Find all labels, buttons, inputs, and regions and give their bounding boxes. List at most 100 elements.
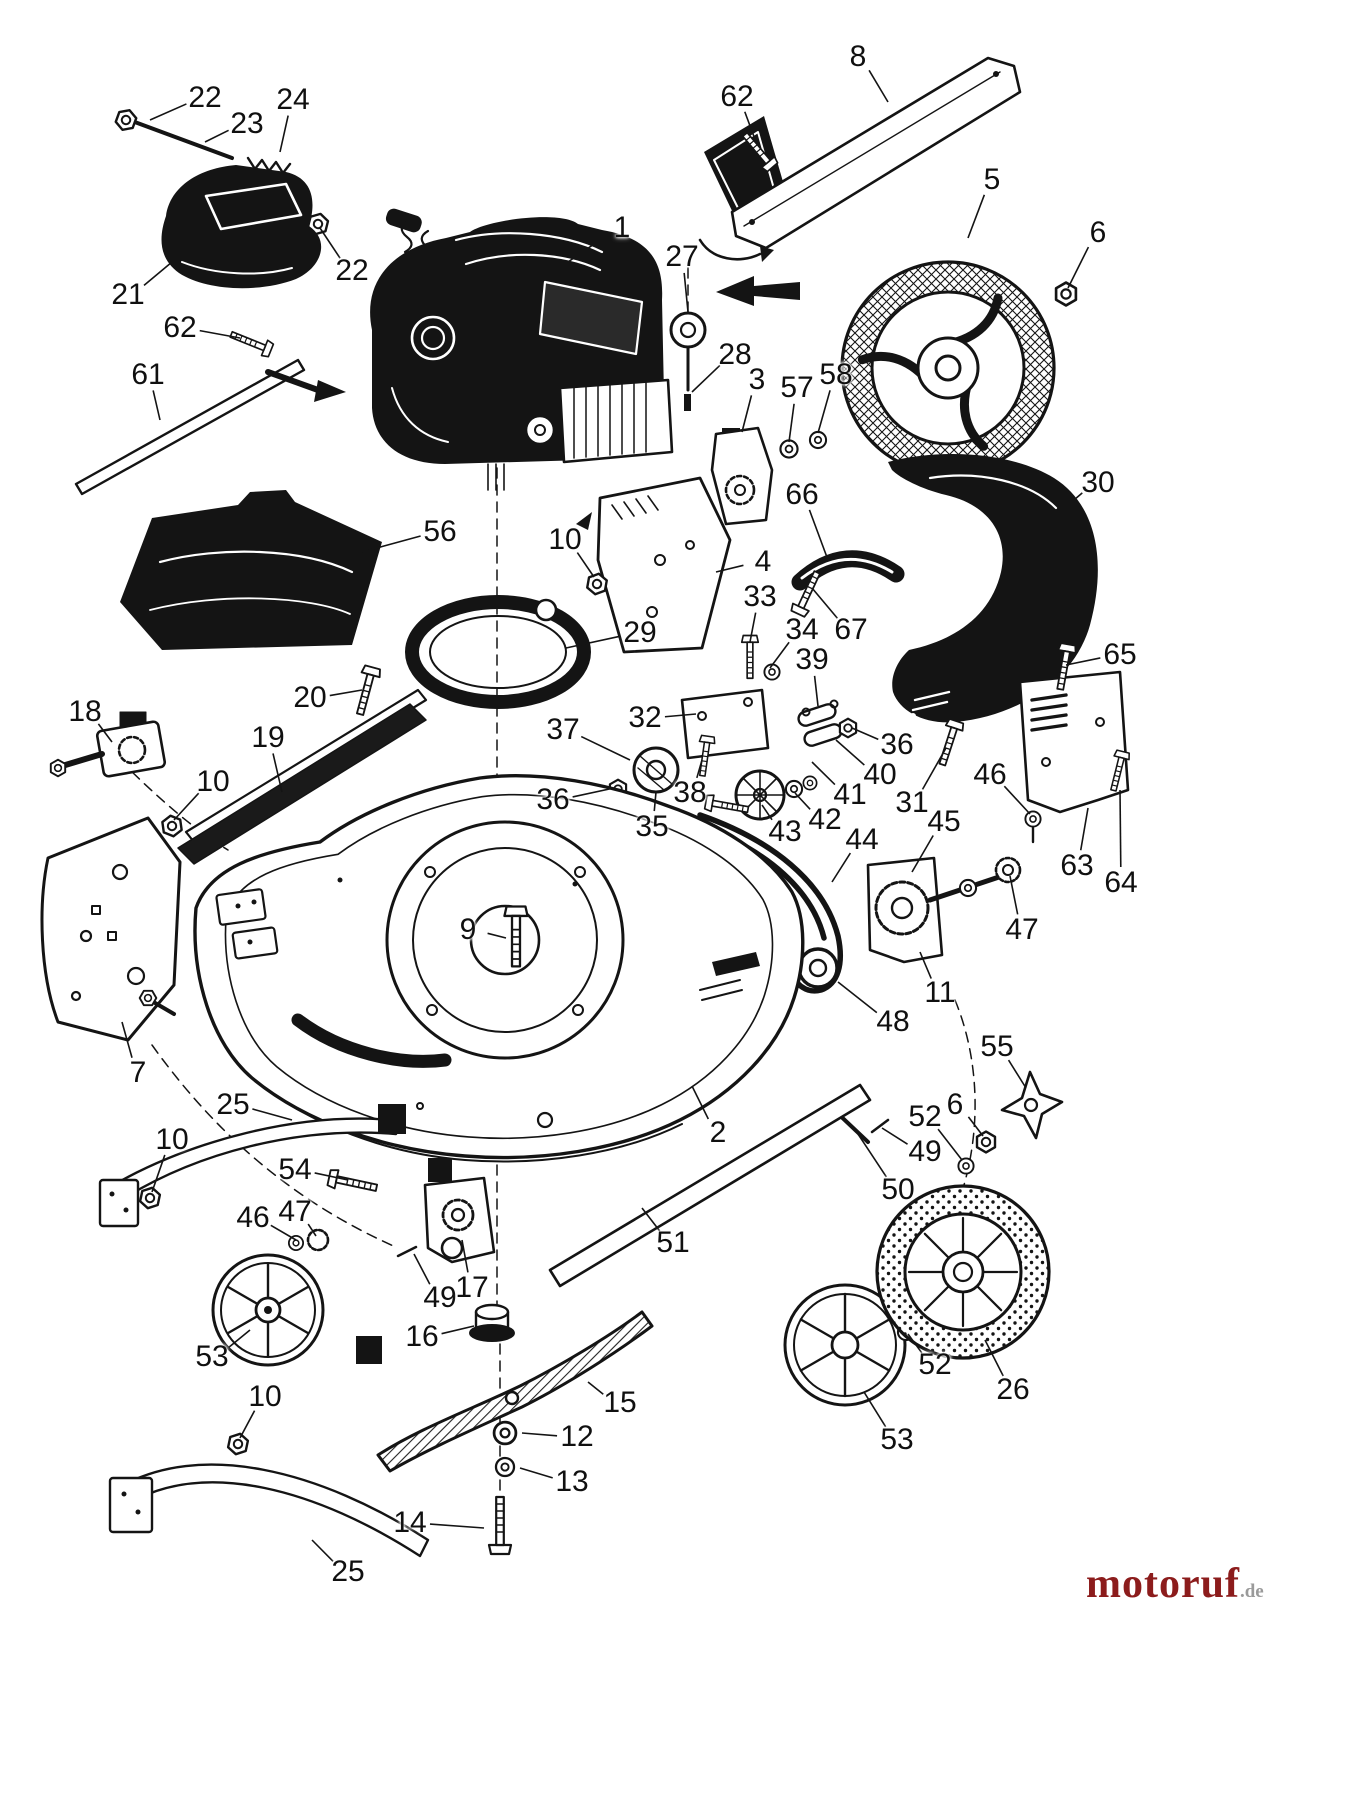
part-label-27-8: 27	[665, 240, 699, 273]
clutch-illustration	[669, 311, 707, 411]
part-label-53-68: 53	[195, 1340, 229, 1373]
part-label-22-10: 22	[335, 254, 369, 287]
part-label-44-44: 44	[845, 823, 879, 856]
part-label-19-30: 19	[251, 721, 285, 754]
part-label-31-38: 31	[895, 786, 929, 819]
part-label-36-40: 36	[536, 783, 570, 816]
part-label-61-13: 61	[131, 358, 165, 391]
idler-cluster-illustration	[608, 688, 858, 821]
part-label-3-14: 3	[748, 363, 766, 396]
part-label-50-60: 50	[881, 1173, 915, 1206]
part-label-67-24: 67	[834, 613, 868, 646]
site-watermark: motoruf.de	[1086, 1560, 1264, 1608]
part-label-42-42: 42	[808, 803, 842, 836]
part-label-23-2: 23	[230, 107, 264, 140]
part-label-52-70: 52	[918, 1348, 952, 1381]
part-label-25-77: 25	[331, 1555, 365, 1588]
part-label-9-48: 9	[459, 913, 477, 946]
support-bar-illustration	[74, 325, 346, 496]
mount-ring-illustration	[405, 595, 591, 709]
engine-illustration	[370, 208, 674, 491]
part-label-51-64: 51	[656, 1226, 690, 1259]
trim-strip-upper	[98, 1104, 406, 1228]
part-label-62-12: 62	[163, 311, 197, 344]
trim-strip-lower	[108, 1336, 430, 1558]
part-label-65-27: 65	[1103, 638, 1137, 671]
part-label-8-3: 8	[849, 40, 867, 73]
part-label-6-6: 6	[1089, 216, 1107, 249]
rear-wheel-illustration	[840, 260, 1078, 476]
part-label-21-9: 21	[111, 278, 145, 311]
part-label-36-33: 36	[880, 728, 914, 761]
blade-illustration	[376, 1310, 654, 1473]
part-label-4-20: 4	[754, 545, 772, 578]
bracket-3-illustration	[710, 426, 828, 526]
left-drive-illustration	[287, 1158, 496, 1264]
part-label-41-37: 41	[833, 778, 867, 811]
blade-adapter-illustration	[469, 1303, 515, 1342]
part-label-13-75: 13	[555, 1465, 589, 1498]
handle-grip-illustration	[789, 550, 905, 619]
part-label-1-7: 1	[613, 211, 631, 244]
part-label-54-61: 54	[278, 1153, 312, 1186]
part-label-25-58: 25	[216, 1088, 250, 1121]
watermark-suffix: .de	[1239, 1581, 1264, 1602]
part-label-63-46: 63	[1060, 849, 1094, 882]
part-label-52-56: 52	[908, 1100, 942, 1133]
part-label-37-32: 37	[546, 713, 580, 746]
part-label-7-52: 7	[129, 1056, 147, 1089]
part-label-10-19: 10	[548, 523, 582, 556]
part-label-12-74: 12	[560, 1420, 594, 1453]
part-label-38-36: 38	[673, 776, 707, 809]
part-label-39-26: 39	[795, 643, 829, 676]
part-label-34-23: 34	[785, 613, 819, 646]
part-label-55-54: 55	[980, 1030, 1014, 1063]
part-label-62-4: 62	[720, 80, 754, 113]
part-label-33-22: 33	[743, 580, 777, 613]
left-plate-illustration	[40, 816, 182, 1042]
part-label-10-72: 10	[248, 1380, 282, 1413]
bracket-4-illustration	[576, 476, 732, 654]
part-label-10-35: 10	[196, 765, 230, 798]
part-label-46-39: 46	[973, 758, 1007, 791]
part-label-47-49: 47	[1005, 913, 1039, 946]
part-label-43-43: 43	[768, 815, 802, 848]
watermark-brand: motoruf	[1086, 1561, 1240, 1607]
part-label-32-31: 32	[628, 701, 662, 734]
discharge-chute-illustration	[161, 165, 322, 289]
part-label-5-5: 5	[983, 163, 1001, 196]
part-label-40-34: 40	[863, 758, 897, 791]
part-label-6-55: 6	[946, 1088, 964, 1121]
part-label-48-51: 48	[876, 1005, 910, 1038]
part-label-53-73: 53	[880, 1423, 914, 1456]
trim-bar-illustration	[49, 664, 428, 875]
front-wheel-illustration	[875, 1184, 1051, 1360]
part-label-22-0: 22	[188, 81, 222, 114]
part-label-29-25: 29	[623, 616, 657, 649]
part-label-46-62: 46	[236, 1201, 270, 1234]
part-label-26-71: 26	[996, 1373, 1030, 1406]
part-label-14-76: 14	[393, 1506, 427, 1539]
part-label-57-15: 57	[780, 371, 814, 404]
part-label-18-29: 18	[68, 695, 102, 728]
deflector-illustration	[120, 490, 382, 650]
part-label-15-69: 15	[603, 1386, 637, 1419]
part-label-30-17: 30	[1081, 466, 1115, 499]
part-label-66-18: 66	[785, 478, 819, 511]
part-label-16-67: 16	[405, 1320, 439, 1353]
part-label-28-11: 28	[718, 338, 752, 371]
part-label-11-50: 11	[924, 976, 956, 1009]
part-label-10-59: 10	[155, 1123, 189, 1156]
part-label-49-57: 49	[908, 1135, 942, 1168]
part-label-45-45: 45	[927, 805, 961, 838]
handle-panel-illustration	[698, 56, 1022, 262]
part-label-35-41: 35	[635, 810, 669, 843]
wheel-disc-right	[783, 1283, 916, 1407]
part-label-58-16: 58	[819, 358, 853, 391]
lower-bar-illustration	[548, 1083, 872, 1288]
deck-illustration	[193, 774, 805, 1163]
direction-arrow	[716, 276, 800, 306]
